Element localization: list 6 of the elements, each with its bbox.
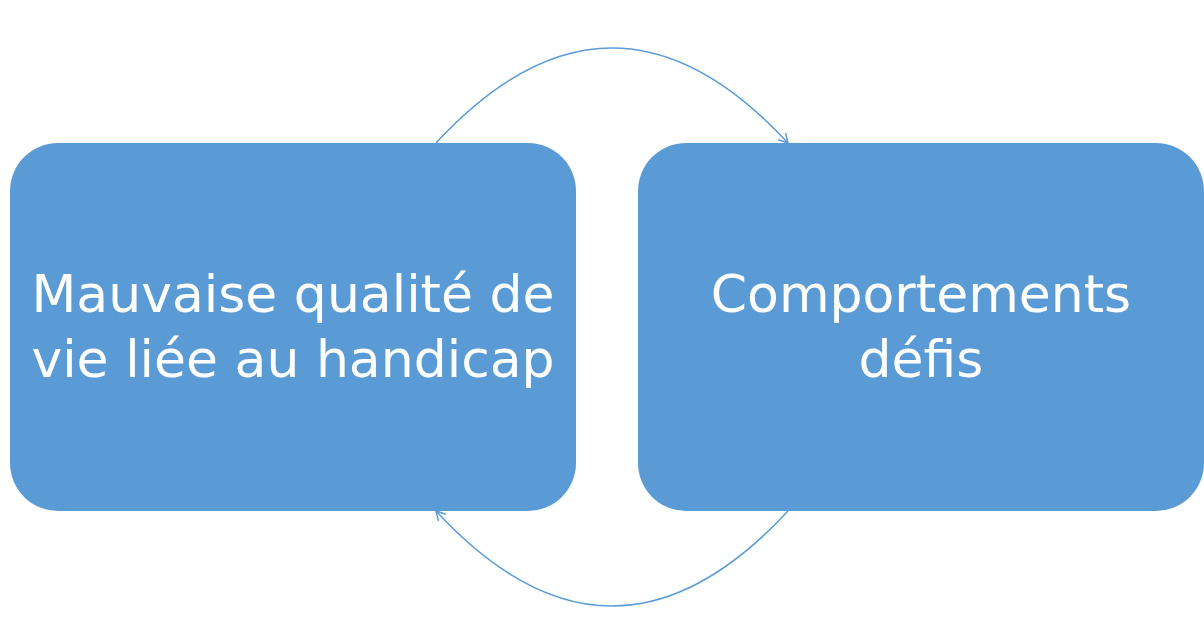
box-label: Comportements défis [709, 263, 1133, 391]
rounded-box [638, 143, 1204, 511]
curved-arrow [435, 47, 789, 144]
box-label: Mauvaise qualité de vie liée au handicap [30, 263, 556, 391]
curved-arrow [435, 510, 789, 607]
rounded-box [10, 143, 576, 511]
